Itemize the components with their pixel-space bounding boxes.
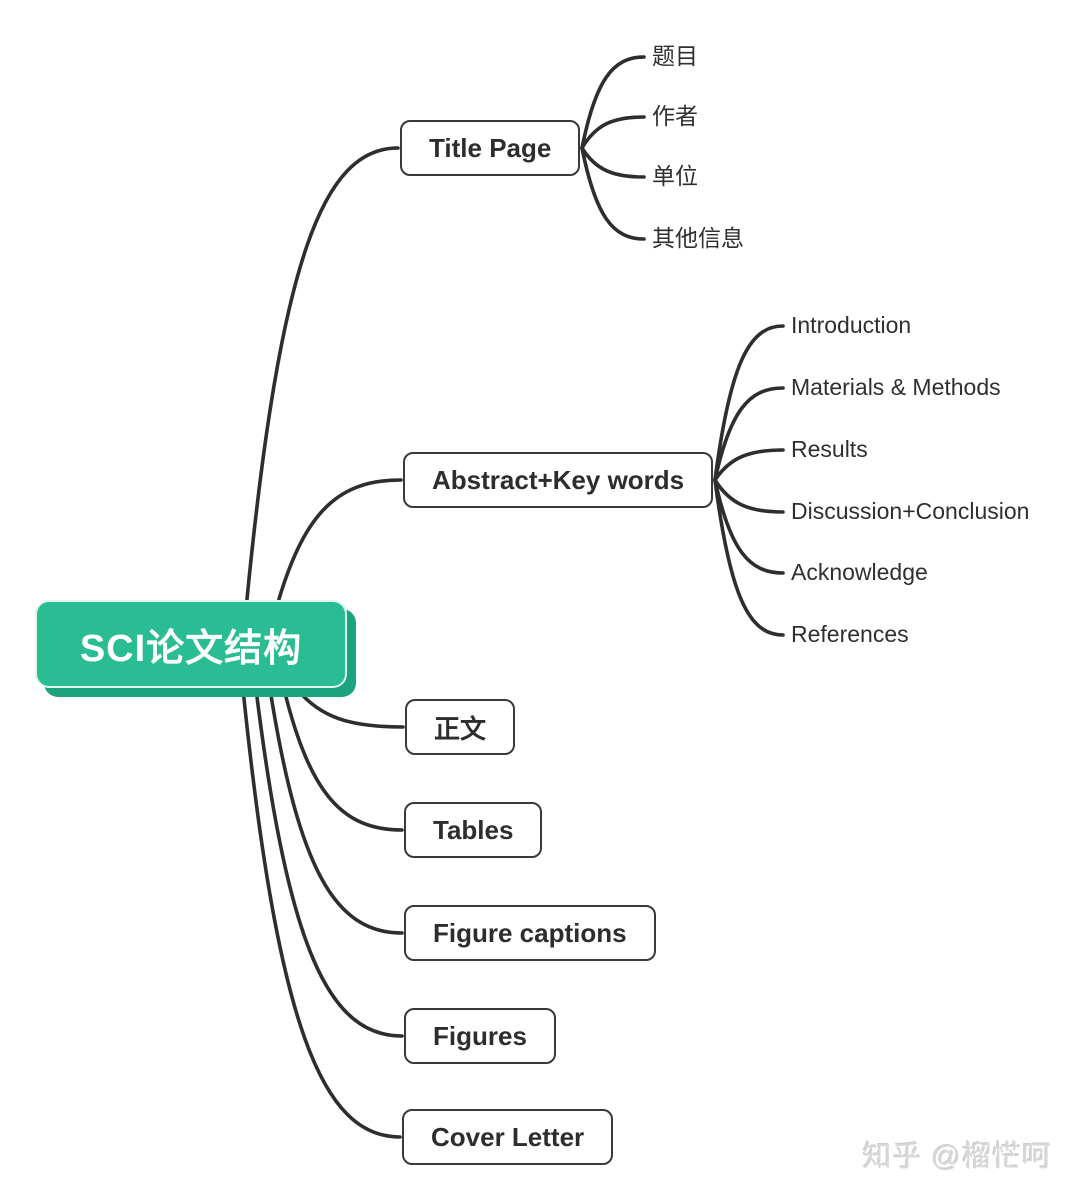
connector-edge [580,146,646,241]
node-abstract-keywords-label: Abstract+Key words [432,464,685,495]
leaf-results[interactable]: Results [791,436,868,463]
node-figures[interactable]: Figures [404,1008,556,1064]
node-figure-captions[interactable]: Figure captions [404,905,656,961]
connector-edge [713,478,785,514]
connector-edge [713,448,785,482]
connector-edge [254,687,404,1038]
node-figures-label: Figures [433,1020,527,1051]
node-tables[interactable]: Tables [404,802,543,858]
connector-edge [713,478,785,575]
node-cover-letter-label: Cover Letter [431,1121,585,1152]
connector-edge [282,687,404,832]
connector-edge [580,115,646,150]
leaf-references[interactable]: References [791,621,909,648]
leaf-danwei[interactable]: 单位 [652,163,698,190]
connector-edge [241,687,402,1139]
connector-edge [245,146,400,601]
leaf-timu[interactable]: 题目 [652,43,698,70]
leaf-zuozhe[interactable]: 作者 [652,103,698,130]
connector-edge [713,478,785,637]
connector-edge [580,55,646,150]
leaf-qita-xinxi[interactable]: 其他信息 [652,225,744,252]
node-tables-label: Tables [433,814,514,845]
node-abstract-keywords[interactable]: Abstract+Key words [403,452,714,508]
zhihu-watermark: 知乎 @榴恾呵 [862,1141,1052,1173]
leaf-materials-methods[interactable]: Materials & Methods [791,374,1001,401]
connector-edge [713,386,785,482]
leaf-acknowledge[interactable]: Acknowledge [791,559,928,586]
connector-edge [277,478,403,601]
root-node[interactable]: SCI论文结构 [35,600,347,688]
root-label: SCI论文结构 [79,627,303,670]
node-title-page[interactable]: Title Page [400,120,581,176]
connector-edge [295,687,405,729]
leaf-introduction[interactable]: Introduction [791,312,912,339]
node-figure-captions-label: Figure captions [433,917,627,948]
connector-edge [580,146,646,179]
node-body-text-label: 正文 [434,713,487,744]
node-body-text[interactable]: 正文 [405,699,516,755]
connector-edge [268,687,404,935]
node-cover-letter[interactable]: Cover Letter [402,1109,614,1165]
node-title-page-label: Title Page [429,132,552,163]
leaf-discussion-conclusion[interactable]: Discussion+Conclusion [791,498,1030,525]
connector-edge [713,324,785,482]
